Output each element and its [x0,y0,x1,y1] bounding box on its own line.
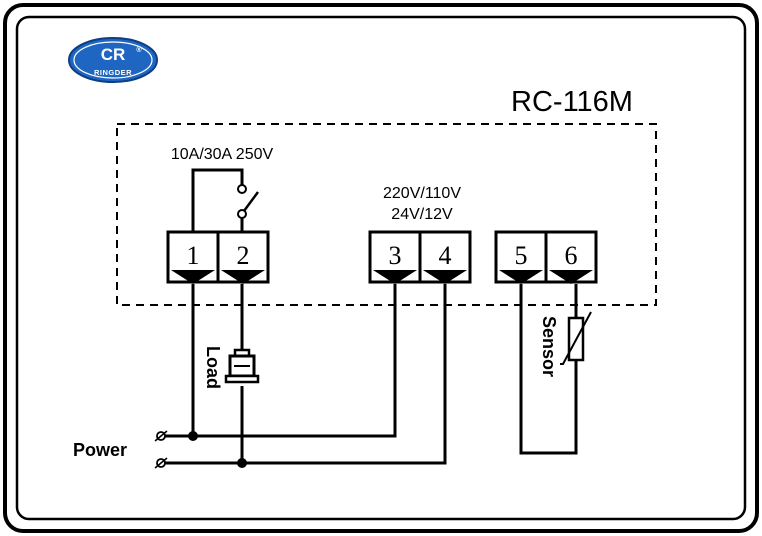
terminal-3-label: 3 [389,241,402,270]
terminal-1-label: 1 [187,241,200,270]
junction-dot [188,431,198,441]
controller-outline [116,123,657,306]
logo-mark: CR [101,45,126,64]
model-title: RC-116M [511,86,633,118]
brand-logo: CR RINGDER ® [68,37,158,83]
terminal-2-wedge [221,270,265,284]
load-label: Load [203,346,223,389]
terminal-5-label: 5 [515,241,528,270]
terminal-block-relay: 1 2 [166,230,270,284]
relay-rating: 10A/30A 250V [171,146,274,163]
load-icon [224,348,260,384]
terminal-6-label: 6 [565,241,578,270]
thermistor-icon [560,311,592,365]
logo-text: RINGDER [94,68,132,77]
inner-frame [15,15,747,521]
terminal-block-power: 3 4 [368,230,472,284]
power-terminal-icon [154,430,168,469]
sensor-label: Sensor [539,316,559,377]
junction-dot [237,458,247,468]
relay-switch-icon [191,168,260,233]
supply-voltage-line2: 24V/12V [391,206,453,223]
terminal-2-label: 2 [237,241,250,270]
terminal-4-wedge [423,270,467,284]
wiring [165,284,578,468]
supply-voltage-line1: 220V/110V [383,185,461,202]
terminal-5-wedge [499,270,543,284]
terminal-3-wedge [373,270,417,284]
terminal-block-sensor: 5 6 [494,230,598,284]
terminal-6-wedge [549,270,593,284]
logo-registered: ® [136,46,142,54]
terminal-1-wedge [171,270,215,284]
power-label: Power [73,440,127,460]
terminal-4-label: 4 [439,241,452,270]
